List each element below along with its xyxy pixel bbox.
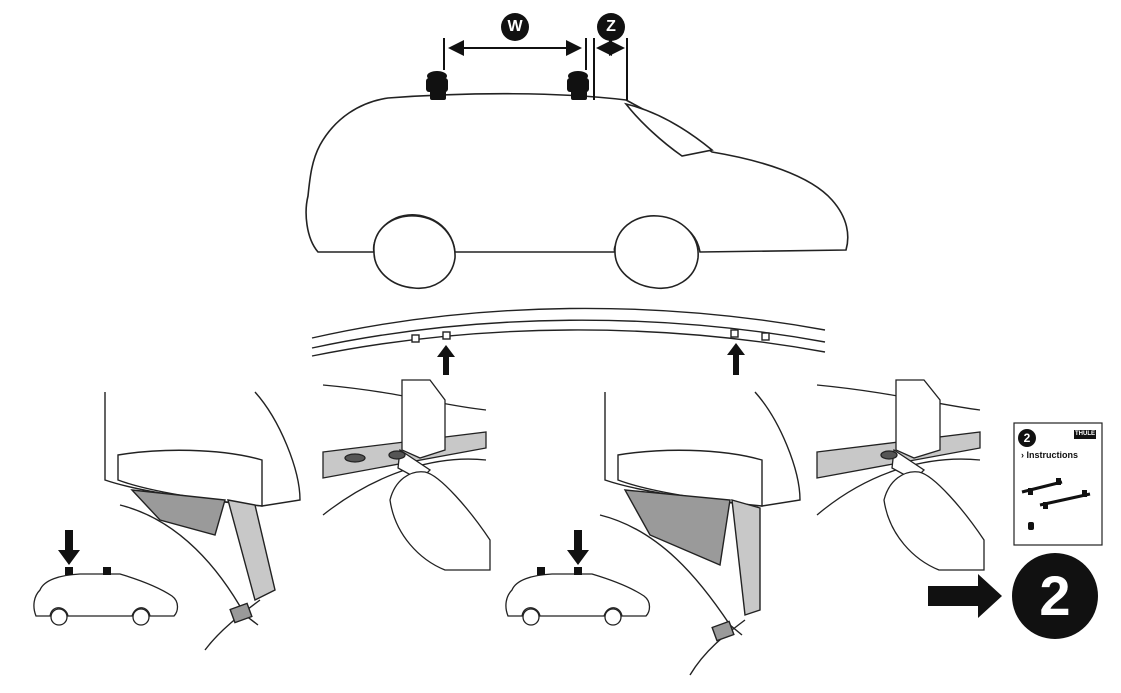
booklet-step-number: 2 — [1023, 431, 1031, 445]
booklet-title: › Instructions — [1021, 450, 1079, 460]
small-car-left-feet — [65, 567, 111, 575]
w-label: W — [507, 18, 523, 35]
next-step-arrow — [928, 574, 1002, 618]
install-arrow-left — [58, 530, 80, 565]
roof-foot-front — [426, 71, 448, 100]
roof-rail — [311, 307, 826, 357]
small-car-right — [505, 573, 651, 626]
hand-clamp-right — [816, 379, 985, 571]
instructions-booklet — [1013, 422, 1103, 546]
w-dimension — [443, 38, 587, 70]
main-car-outline — [305, 92, 849, 289]
roof-foot-rear — [567, 71, 589, 100]
z-dimension — [593, 38, 628, 100]
w-badge — [501, 13, 529, 41]
booklet-brand: THULE — [1075, 431, 1095, 437]
foot-closeup-right — [599, 391, 801, 676]
z-label: Z — [606, 18, 616, 35]
small-car-right-feet — [537, 567, 582, 575]
install-arrow-right — [567, 530, 589, 565]
next-step-circle — [1012, 553, 1098, 639]
rail-mount-arrow-right — [727, 343, 745, 375]
rail-mount-arrow-left — [437, 345, 455, 375]
z-badge — [597, 13, 625, 41]
small-car-left — [33, 573, 179, 626]
hand-clamp-left — [322, 379, 491, 571]
next-step-number[interactable]: 2 — [1039, 564, 1071, 627]
foot-closeup-left — [104, 391, 301, 651]
